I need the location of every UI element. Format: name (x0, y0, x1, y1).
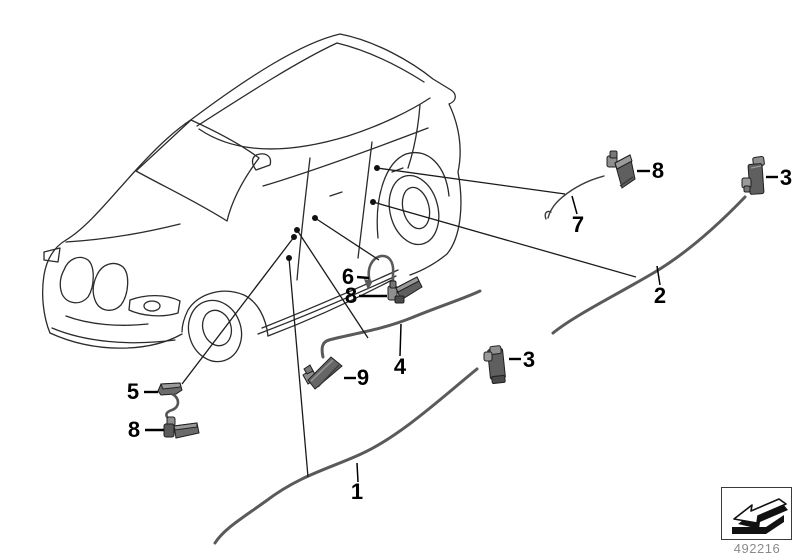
light-guide-6-end (364, 279, 373, 290)
grille (59, 256, 94, 304)
part-8-module-left[interactable] (163, 416, 200, 439)
light-guide-1[interactable] (213, 367, 479, 545)
light-guide-2[interactable] (551, 195, 747, 335)
part-8-module-middle[interactable] (387, 276, 423, 304)
callout-8-middle[interactable]: 8 (344, 283, 358, 308)
callout-9[interactable]: 9 (356, 365, 370, 390)
vehicle-outline (42, 33, 462, 363)
light-guide-7[interactable] (544, 175, 605, 220)
part-9-module[interactable] (302, 356, 343, 390)
leader-lines (181, 165, 637, 478)
callout-2[interactable]: 2 (653, 283, 667, 308)
light-guide-4[interactable] (320, 289, 482, 359)
part-diagram-number: 492216 (733, 541, 781, 556)
part-3-module-left[interactable] (483, 345, 506, 384)
part-3-module-right[interactable] (741, 155, 765, 195)
callout-5[interactable]: 5 (126, 379, 140, 404)
callout-3-left[interactable]: 3 (522, 347, 536, 372)
prev-diagram-arrow-icon (731, 498, 788, 534)
car-body-silhouette (42, 33, 462, 334)
windshield (135, 119, 260, 222)
callout-7[interactable]: 7 (571, 212, 585, 237)
front-wheel (187, 299, 243, 363)
callout-6[interactable]: 6 (341, 264, 355, 289)
rear-wheel (388, 174, 440, 246)
light-guide-6[interactable] (367, 254, 395, 290)
callout-1[interactable]: 1 (350, 479, 364, 504)
callout-8-left[interactable]: 8 (127, 417, 141, 442)
headlight (128, 294, 181, 317)
prev-diagram-thumbnail[interactable] (721, 487, 792, 540)
part-5-clip[interactable] (157, 382, 183, 419)
part-8-module-right[interactable] (606, 150, 636, 189)
callout-pointers (144, 169, 778, 483)
callout-8-right[interactable]: 8 (651, 158, 665, 183)
callout-3-right[interactable]: 3 (779, 165, 793, 190)
callout-4[interactable]: 4 (393, 354, 407, 379)
